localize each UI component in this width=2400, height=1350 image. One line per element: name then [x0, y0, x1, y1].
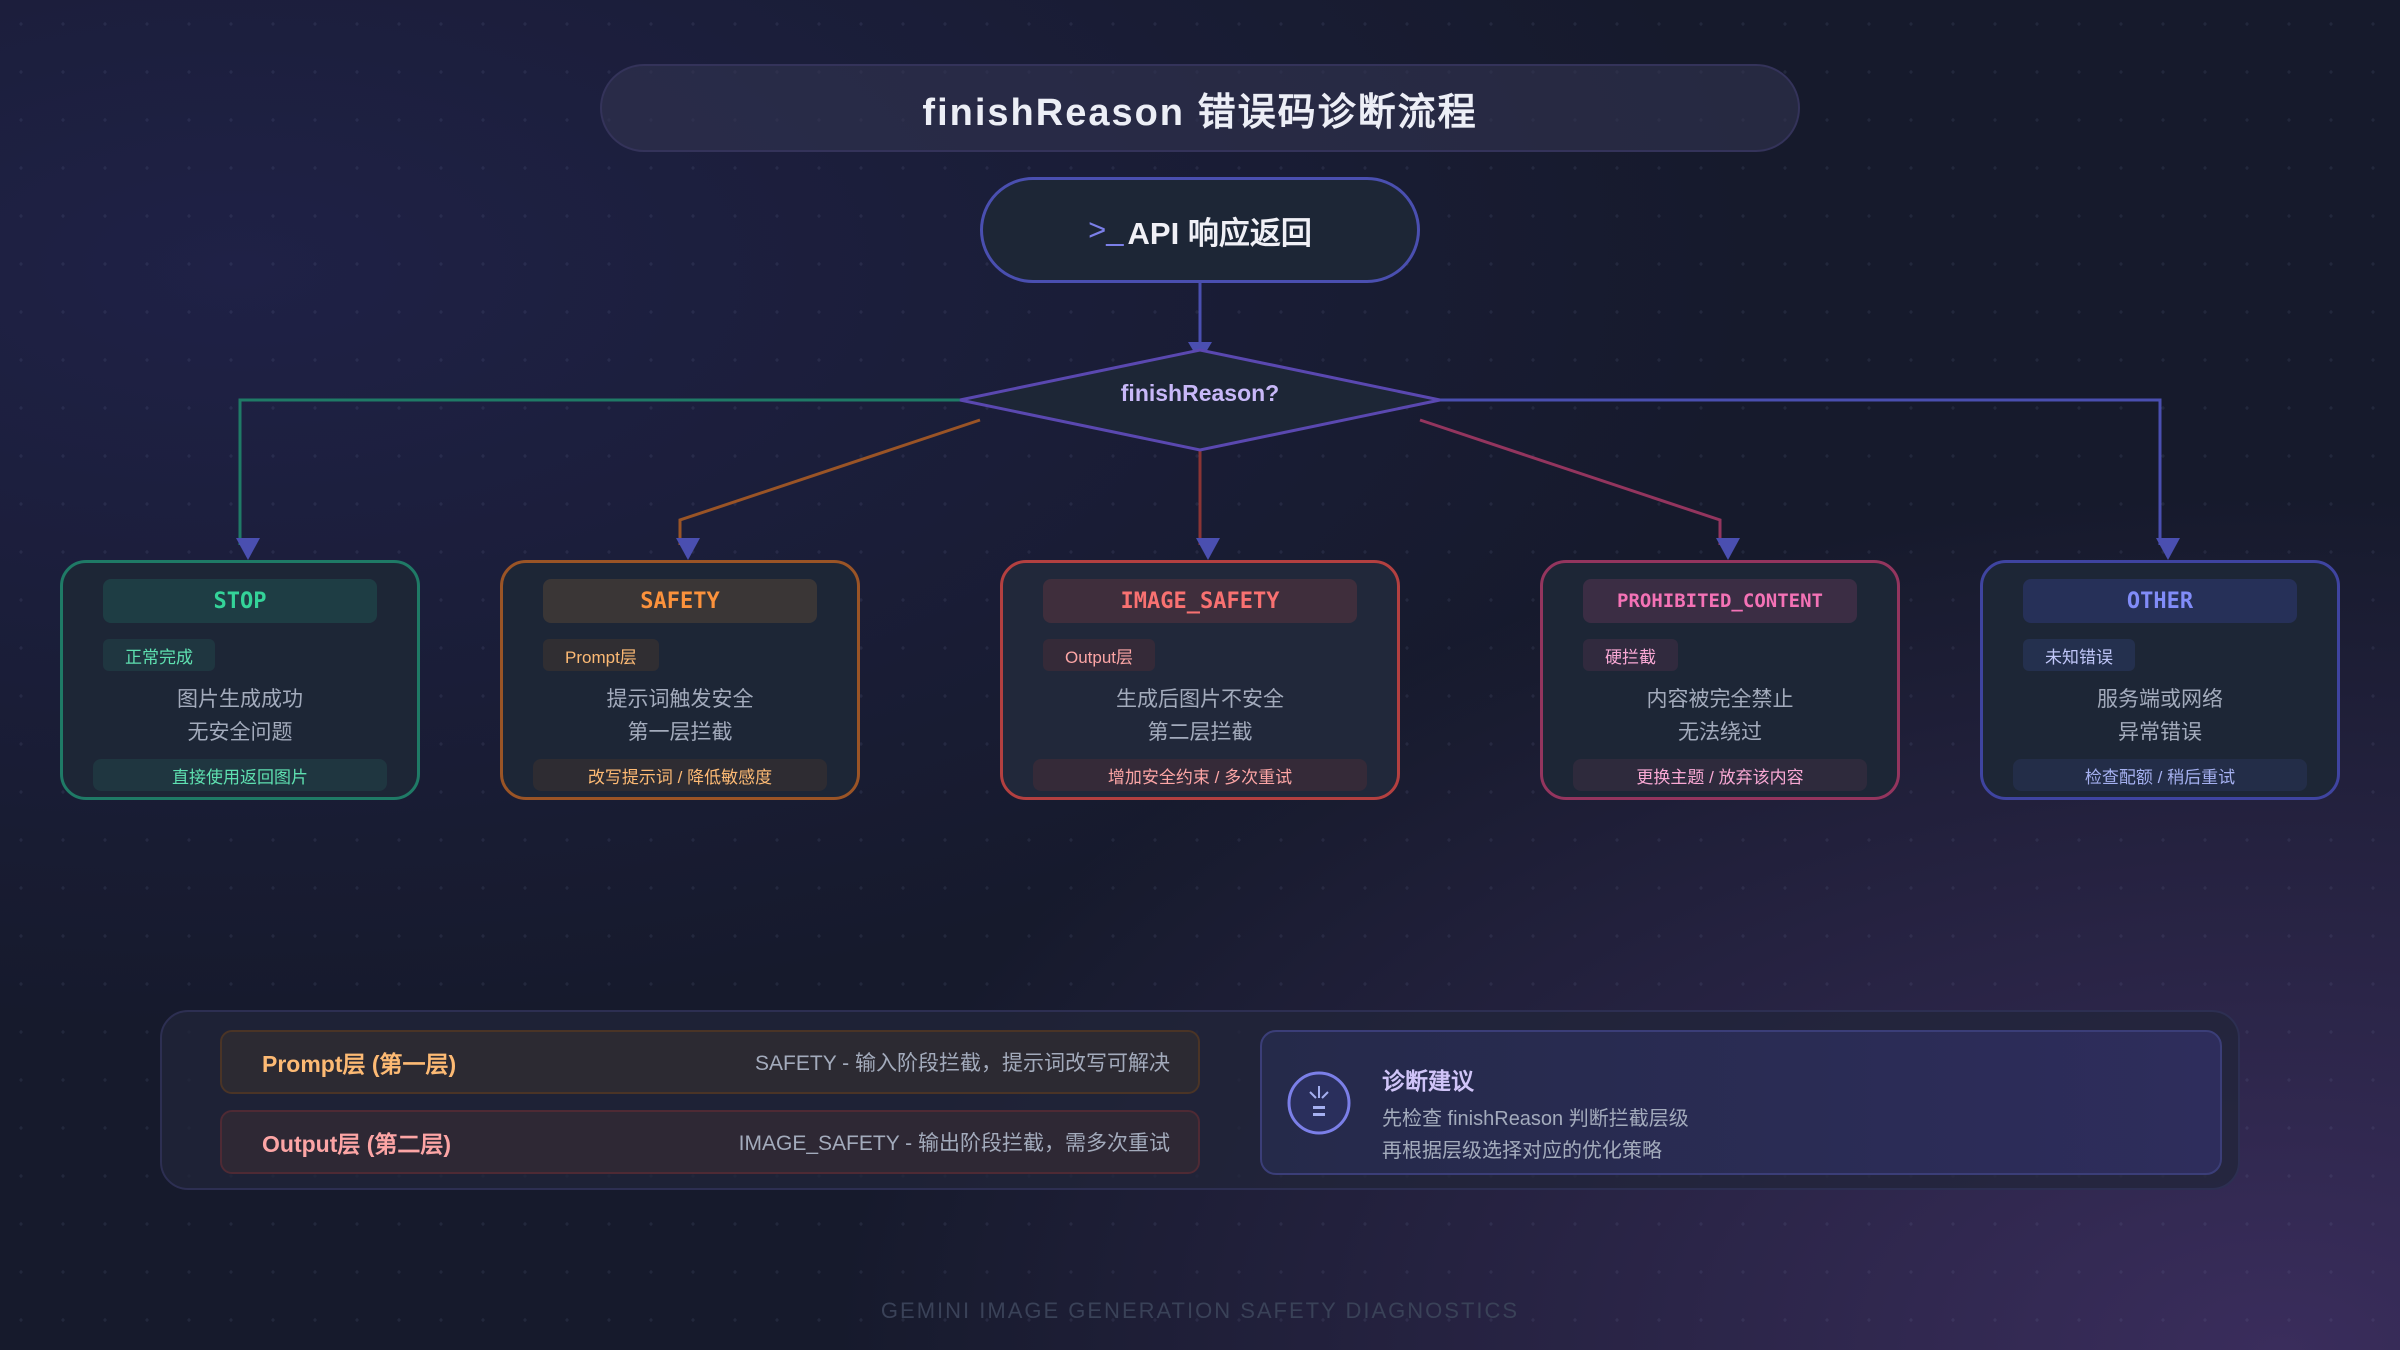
card-code: OTHER: [2023, 579, 2297, 623]
desc-line: 图片生成成功: [177, 688, 303, 711]
diagnosis-lightbulb-icon: [1287, 1071, 1351, 1135]
card-description: 生成后图片不安全第二层拦截: [1003, 683, 1397, 749]
connector-safety: [678, 418, 981, 545]
card-action: 增加安全约束 / 多次重试: [1033, 759, 1367, 791]
layer-row-output: Output层 (第二层) IMAGE_SAFETY - 输出阶段拦截，需多次重…: [220, 1110, 1200, 1174]
connector-stop: [238, 398, 960, 545]
layer-description: SAFETY - 输入阶段拦截，提示词改写可解决: [755, 1052, 1170, 1075]
card-description: 服务端或网络异常错误: [1983, 683, 2337, 749]
decision-diamond: [959, 348, 1441, 452]
card-action: 检查配额 / 稍后重试: [2013, 759, 2307, 791]
desc-line: 第二层拦截: [1147, 721, 1253, 744]
desc-line: 第一层拦截: [627, 721, 733, 744]
desc-line: 提示词触发安全: [606, 688, 754, 711]
card-other: OTHER 未知错误 服务端或网络异常错误 检查配额 / 稍后重试: [1980, 560, 2340, 800]
start-node-api-response: >_ API 响应返回: [980, 177, 1420, 283]
diagnosis-advice-box: 诊断建议 先检查 finishReason 判断拦截层级 再根据层级选择对应的优…: [1260, 1030, 2222, 1175]
desc-line: 内容被完全禁止: [1646, 688, 1794, 711]
desc-line: 异常错误: [2118, 721, 2202, 744]
connector-other: [1440, 398, 2162, 545]
arrow-head-icon: [236, 538, 260, 560]
desc-line: 无安全问题: [187, 721, 293, 744]
card-safety: SAFETY Prompt层 提示词触发安全第一层拦截 改写提示词 / 降低敏感…: [500, 560, 860, 800]
layer-name: Prompt层 (第一层): [262, 1051, 457, 1077]
arrow-head-icon: [1196, 538, 1220, 560]
page-title: finishReason 错误码诊断流程: [600, 64, 1800, 152]
card-tag: 硬拦截: [1583, 639, 1678, 671]
advice-line: 再根据层级选择对应的优化策略: [1382, 1140, 1662, 1162]
start-node-label: API 响应返回: [1127, 215, 1312, 251]
card-description: 内容被完全禁止无法绕过: [1543, 683, 1897, 749]
card-action: 改写提示词 / 降低敏感度: [533, 759, 827, 791]
desc-line: 服务端或网络: [2097, 688, 2223, 711]
card-description: 提示词触发安全第一层拦截: [503, 683, 857, 749]
card-action: 更换主题 / 放弃该内容: [1573, 759, 1867, 791]
card-code: SAFETY: [543, 579, 817, 623]
card-code: STOP: [103, 579, 377, 623]
card-prohibited-content: PROHIBITED_CONTENT 硬拦截 内容被完全禁止无法绕过 更换主题 …: [1540, 560, 1900, 800]
card-code: PROHIBITED_CONTENT: [1583, 579, 1857, 623]
advice-line: 先检查 finishReason 判断拦截层级: [1382, 1108, 1689, 1130]
card-code: IMAGE_SAFETY: [1043, 579, 1357, 623]
card-stop: STOP 正常完成 图片生成成功无安全问题 直接使用返回图片: [60, 560, 420, 800]
card-tag: 正常完成: [103, 639, 215, 671]
decision-label: finishReason?: [1120, 380, 1280, 406]
card-tag: 未知错误: [2023, 639, 2135, 671]
desc-line: 无法绕过: [1678, 721, 1762, 744]
arrow-head-icon: [1716, 538, 1740, 560]
footer-caption: GEMINI IMAGE GENERATION SAFETY DIAGNOSTI…: [880, 1298, 1520, 1323]
layer-row-prompt: Prompt层 (第一层) SAFETY - 输入阶段拦截，提示词改写可解决: [220, 1030, 1200, 1094]
terminal-prompt-icon: >_: [1088, 212, 1124, 247]
layer-description: IMAGE_SAFETY - 输出阶段拦截，需多次重试: [738, 1132, 1170, 1155]
card-tag: Prompt层: [543, 639, 659, 671]
advice-title: 诊断建议: [1382, 1068, 1474, 1094]
card-action: 直接使用返回图片: [93, 759, 387, 791]
card-image-safety: IMAGE_SAFETY Output层 生成后图片不安全第二层拦截 增加安全约…: [1000, 560, 1400, 800]
connector-prohibited: [1419, 418, 1722, 545]
arrow-heads: [236, 538, 2180, 560]
card-tag: Output层: [1043, 639, 1156, 671]
arrow-head-icon: [676, 538, 700, 560]
layer-name: Output层 (第二层): [262, 1131, 452, 1157]
desc-line: 生成后图片不安全: [1116, 688, 1284, 711]
arrow-head-icon: [2156, 538, 2180, 560]
card-description: 图片生成成功无安全问题: [63, 683, 417, 749]
